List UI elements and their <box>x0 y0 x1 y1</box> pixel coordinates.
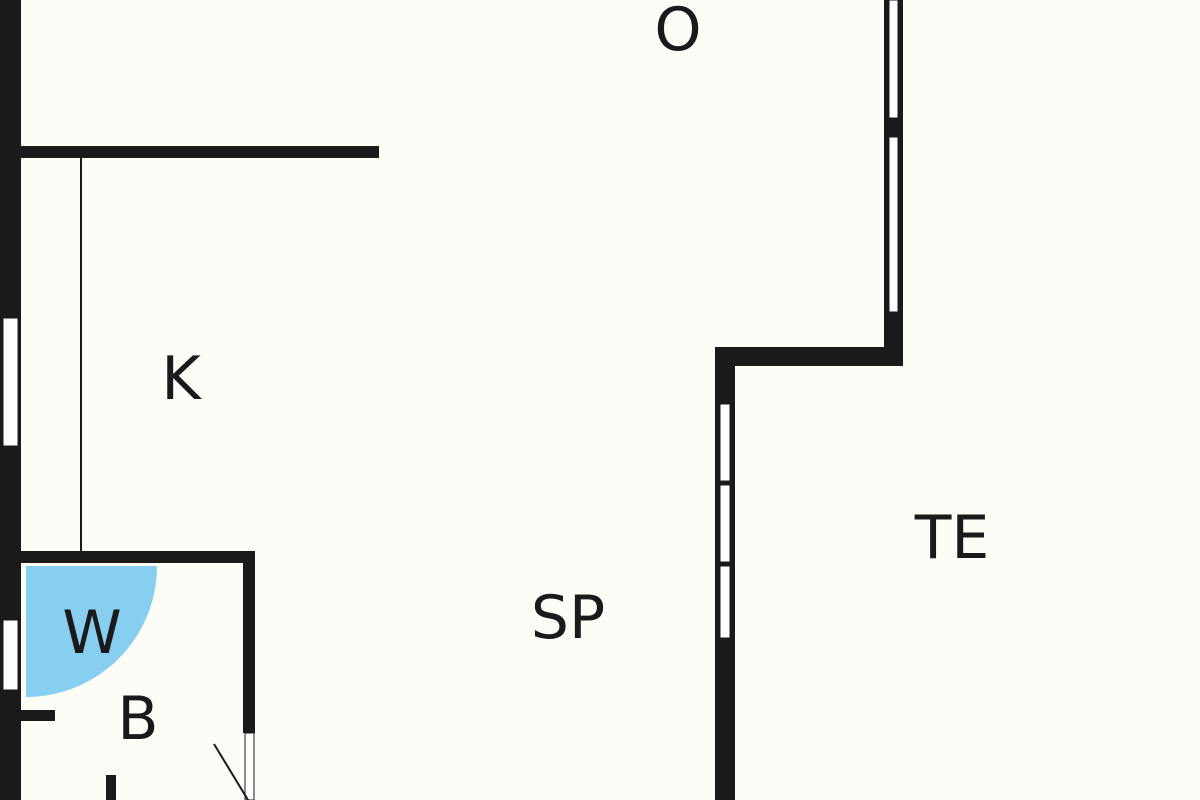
wardrobe-swing <box>26 566 157 697</box>
wall-bathroom-bottom-post <box>106 775 116 800</box>
wall-bathroom-top <box>21 551 254 563</box>
bathroom-door-jamb <box>244 732 255 800</box>
window-terrace-lower-1 <box>719 403 731 482</box>
wall-kitchen-top <box>21 146 379 158</box>
kitchen-counter-line <box>80 158 82 553</box>
window-left-upper <box>2 317 19 447</box>
room-label-b: B <box>117 684 158 754</box>
window-terrace-top <box>888 0 899 119</box>
room-label-te: TE <box>914 503 990 573</box>
bathroom-door-swing <box>213 743 249 800</box>
window-terrace-lower-3 <box>719 565 731 639</box>
window-terrace-mid <box>888 136 899 313</box>
window-terrace-lower-2 <box>719 484 731 563</box>
wall-bathroom-stub <box>21 710 55 721</box>
wall-bathroom-right <box>243 551 255 733</box>
wall-terrace-step <box>715 347 903 366</box>
window-left-lower <box>2 619 19 691</box>
room-label-sp: SP <box>531 583 605 653</box>
room-label-w: W <box>62 598 121 668</box>
room-label-o: O <box>654 0 701 65</box>
room-label-k: K <box>161 344 202 414</box>
